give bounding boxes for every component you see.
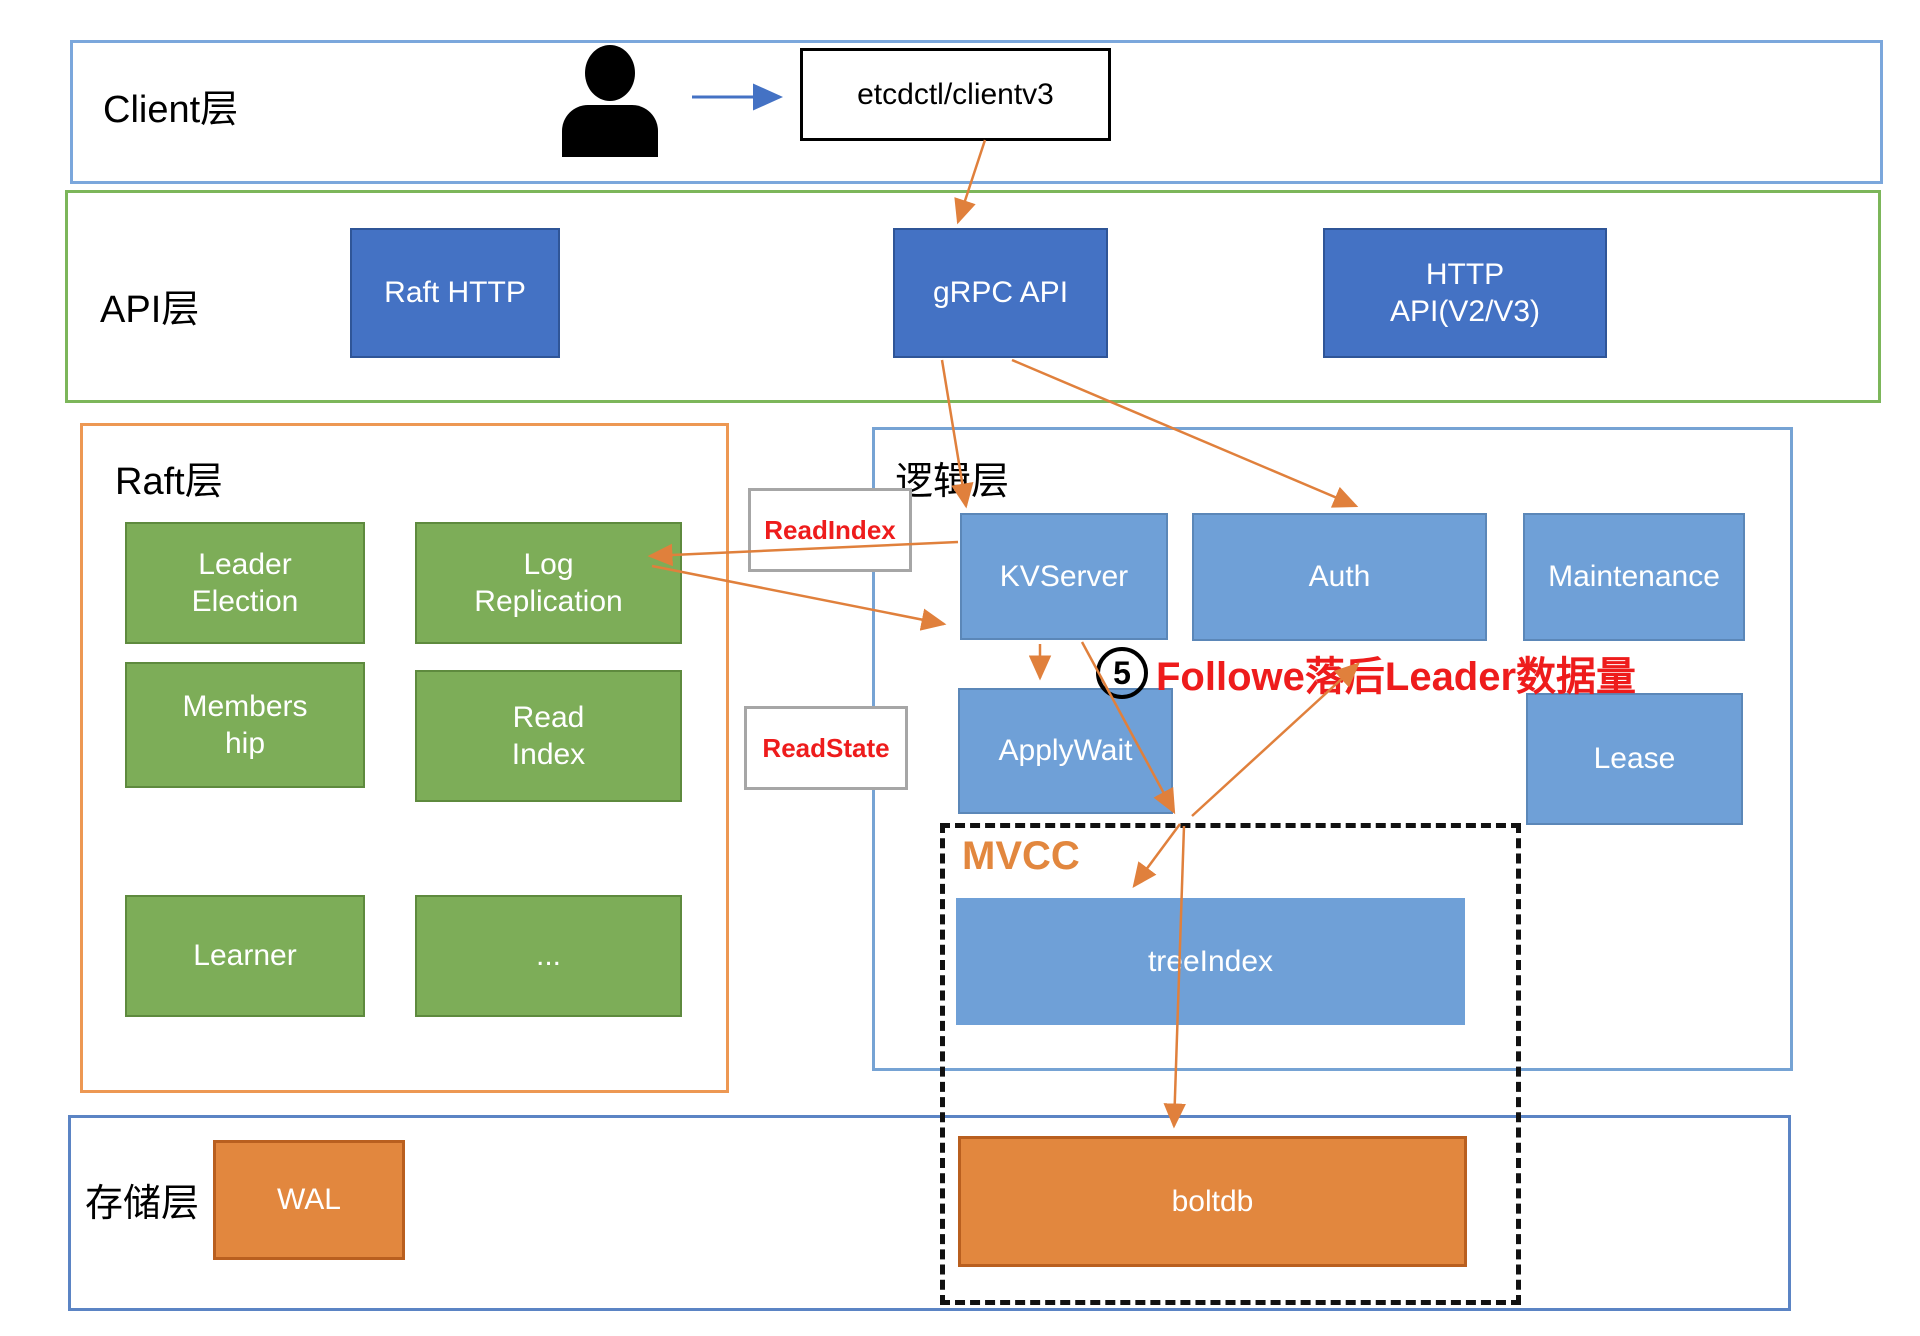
user-icon-head (585, 45, 635, 101)
raft-layer-container (80, 423, 729, 1093)
mvcc-dashed-box (940, 823, 1521, 1305)
logic-layer-label: 逻辑层 (895, 461, 1010, 503)
treeindex-box: treeIndex (956, 898, 1465, 1025)
circled-number-5: 5 (1096, 647, 1148, 699)
applywait-box: ApplyWait (958, 688, 1173, 814)
auth-box: Auth (1192, 513, 1487, 641)
mvcc-label: MVCC (962, 834, 1080, 878)
boltdb-box: boltdb (958, 1136, 1467, 1267)
client-layer-label: Client层 (103, 89, 239, 131)
follower-lag-note-text: Followe落后Leader数据量 (1156, 655, 1637, 699)
grpc-api-box: gRPC API (893, 228, 1108, 358)
api-layer-label: API层 (100, 289, 200, 331)
raft-layer-label: Raft层 (115, 461, 223, 503)
user-icon-body (562, 105, 658, 157)
storage-layer-container (68, 1115, 1791, 1311)
follower-lag-note: 5 Followe落后Leader数据量 (1096, 644, 1636, 702)
learner-box: Learner (125, 895, 365, 1017)
raft-more-box: ... (415, 895, 682, 1017)
log-replication-box: Log Replication (415, 522, 682, 644)
http-api-box: HTTP API(V2/V3) (1323, 228, 1607, 358)
wal-box: WAL (213, 1140, 405, 1260)
read-state-tag: ReadState (744, 706, 908, 790)
lease-box: Lease (1526, 693, 1743, 825)
user-icon (552, 45, 668, 157)
read-index-tag: ReadIndex (748, 488, 912, 572)
storage-layer-label: 存储层 (85, 1183, 200, 1225)
raft-http-box: Raft HTTP (350, 228, 560, 358)
membership-box: Members hip (125, 662, 365, 788)
maintenance-box: Maintenance (1523, 513, 1745, 641)
read-index-box: Read Index (415, 670, 682, 802)
kvserver-box: KVServer (960, 513, 1168, 640)
etcdctl-clientv3-box: etcdctl/clientv3 (800, 48, 1111, 141)
leader-election-box: Leader Election (125, 522, 365, 644)
